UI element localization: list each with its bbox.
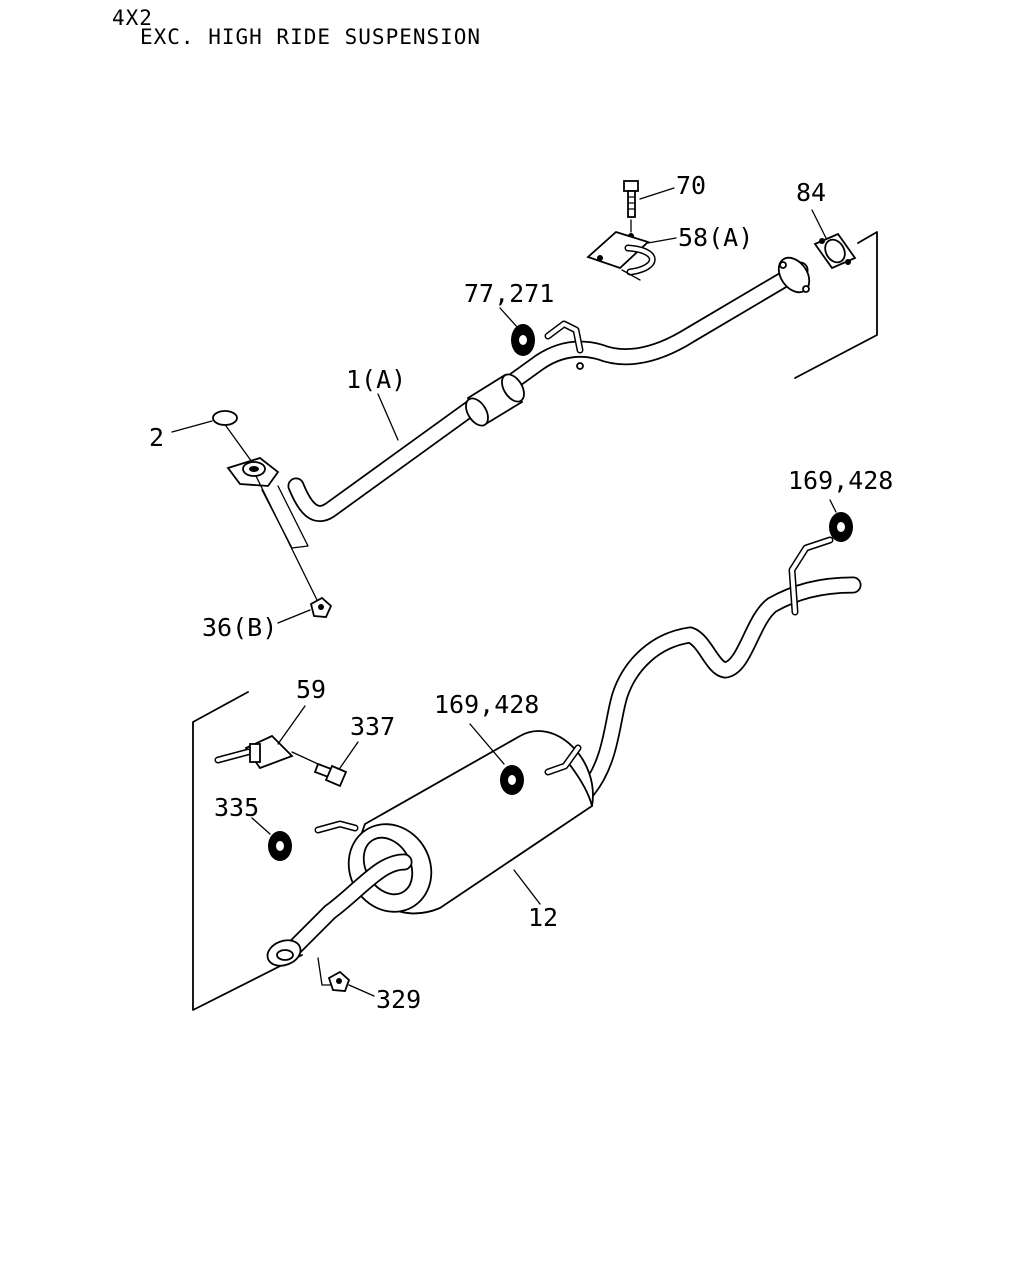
label-36b: 36(B) bbox=[202, 613, 277, 642]
frame-lines bbox=[192, 231, 878, 1011]
label-70: 70 bbox=[676, 171, 706, 200]
label-169-428-lower: 169,428 bbox=[434, 690, 539, 719]
bracket-59[interactable] bbox=[214, 705, 306, 770]
label-337: 337 bbox=[350, 712, 395, 741]
variant-label: EXC. HIGH RIDE SUSPENSION bbox=[140, 25, 482, 49]
nut-36b[interactable] bbox=[255, 475, 333, 618]
label-12: 12 bbox=[528, 903, 558, 932]
bracket-58a[interactable] bbox=[586, 230, 656, 281]
label-84: 84 bbox=[796, 178, 826, 207]
front-pipe[interactable] bbox=[226, 252, 816, 549]
label-335: 335 bbox=[214, 793, 259, 822]
label-1a: 1(A) bbox=[346, 365, 406, 394]
catalytic-converter bbox=[465, 373, 525, 427]
drive-label: 4X2 bbox=[112, 6, 153, 30]
label-77-271: 77,271 bbox=[464, 279, 554, 308]
gasket-84[interactable] bbox=[813, 232, 857, 270]
label-2: 2 bbox=[149, 423, 164, 452]
label-329: 329 bbox=[376, 985, 421, 1014]
rubber-mount-169-upper[interactable] bbox=[829, 499, 853, 542]
bolt-70[interactable] bbox=[623, 180, 639, 239]
gasket-ring[interactable] bbox=[212, 410, 238, 426]
nut-329[interactable] bbox=[327, 970, 351, 992]
inlet-pipe[interactable] bbox=[264, 853, 413, 986]
label-59: 59 bbox=[296, 675, 326, 704]
rubber-mount-upper[interactable] bbox=[499, 307, 535, 356]
rubber-mount-335[interactable] bbox=[251, 817, 292, 861]
label-169-428-upper: 169,428 bbox=[788, 466, 893, 495]
leader-lines bbox=[171, 187, 827, 997]
bolt-337[interactable] bbox=[291, 741, 359, 788]
label-58a: 58(A) bbox=[678, 223, 753, 252]
tail-pipe[interactable] bbox=[579, 536, 862, 799]
rubber-mount-169-lower[interactable] bbox=[469, 723, 524, 795]
